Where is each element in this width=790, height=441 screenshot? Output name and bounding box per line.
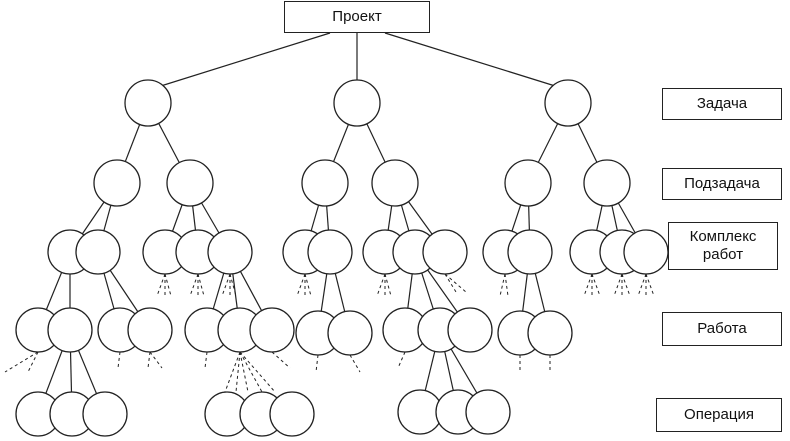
level-label-work-complex: Комплекс работ	[668, 222, 778, 270]
subtask-node	[583, 159, 631, 207]
work-node	[127, 307, 173, 353]
subtask-node	[504, 159, 552, 207]
continuation-dash	[504, 273, 509, 297]
continuation-dash	[397, 351, 406, 369]
work-node	[47, 307, 93, 353]
operation-node	[465, 389, 511, 435]
work-node	[249, 307, 295, 353]
continuation-dash	[583, 273, 593, 297]
work-complex-node	[507, 229, 553, 275]
continuation-dash	[164, 273, 172, 297]
work-node	[327, 310, 373, 356]
root-project-box: Проект	[284, 1, 430, 33]
continuation-dash	[376, 273, 386, 297]
continuation-dash	[444, 273, 467, 293]
work-node	[527, 310, 573, 356]
continuation-dash	[117, 351, 121, 369]
work-complex-node	[307, 229, 353, 275]
continuation-dash	[229, 273, 237, 297]
continuation-dash	[315, 354, 319, 373]
subtask-node	[93, 159, 141, 207]
task-node	[544, 79, 592, 127]
work-complex-node	[422, 229, 468, 275]
tree-edge	[147, 32, 331, 91]
continuation-dash	[296, 273, 306, 297]
subtask-node	[301, 159, 349, 207]
subtask-node	[166, 159, 214, 207]
continuation-dash	[239, 351, 249, 393]
continuation-dashes	[4, 273, 655, 393]
continuation-dash	[189, 273, 199, 297]
work-complex-node	[75, 229, 121, 275]
operation-node	[269, 391, 315, 437]
level-label-task: Задача	[662, 88, 782, 120]
continuation-dash	[645, 273, 655, 297]
continuation-dash	[384, 273, 392, 297]
continuation-dash	[4, 351, 39, 373]
continuation-dash	[271, 351, 291, 369]
tree-edge	[384, 32, 569, 91]
continuation-dash	[444, 273, 457, 293]
continuation-dash	[27, 351, 39, 373]
continuation-dash	[613, 273, 623, 297]
continuation-dash	[239, 351, 263, 393]
level-label-work: Работа	[662, 312, 782, 346]
continuation-dash	[349, 354, 361, 373]
subtask-node	[371, 159, 419, 207]
task-node	[333, 79, 381, 127]
continuation-dash	[197, 273, 205, 297]
tree-nodes	[15, 79, 669, 437]
continuation-dash	[204, 351, 208, 369]
work-node	[447, 307, 493, 353]
continuation-dash	[499, 273, 506, 297]
continuation-dash	[591, 273, 601, 297]
task-node	[124, 79, 172, 127]
operation-node	[82, 391, 128, 437]
continuation-dash	[147, 351, 151, 369]
work-complex-node	[623, 229, 669, 275]
continuation-dash	[221, 273, 231, 297]
work-complex-node	[207, 229, 253, 275]
continuation-dash	[304, 273, 312, 297]
continuation-dash	[149, 351, 163, 369]
continuation-dash	[637, 273, 647, 297]
continuation-dash	[235, 351, 241, 393]
continuation-dash	[621, 273, 631, 297]
continuation-dash	[239, 351, 276, 393]
continuation-dash	[224, 351, 241, 393]
level-label-operation: Операция	[656, 398, 782, 432]
continuation-dash	[156, 273, 166, 297]
level-label-subtask: Подзадача	[662, 168, 782, 200]
